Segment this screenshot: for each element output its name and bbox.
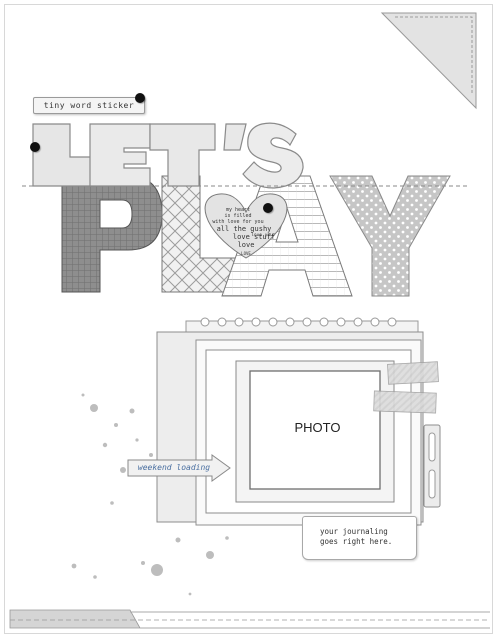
letter-s-top [242, 122, 304, 189]
letter-t-top [149, 123, 216, 187]
brad-icon-2 [30, 142, 40, 152]
washi-tape [373, 361, 439, 414]
letter-y [329, 175, 451, 297]
journaling-line-1: your journaling [320, 527, 388, 536]
brad-icon-1 [135, 93, 145, 103]
bottom-border [9, 609, 490, 629]
heart-line-1: my heart [226, 207, 250, 213]
play-letters [61, 175, 451, 297]
heart-line-5: love stuff [233, 233, 275, 241]
heart-line-8: LOVE [241, 251, 251, 256]
heart-line-2: is filled [224, 213, 251, 219]
photo-box [249, 370, 381, 490]
photo-layers [156, 317, 441, 526]
journaling-line-2: goes right here. [320, 537, 393, 546]
heart-line-3: with love for you [212, 219, 263, 225]
heart-text: my heart is filled with love for you all… [212, 207, 275, 256]
journaling-tag [302, 516, 417, 560]
spiral-holes [200, 317, 397, 327]
side-tab [423, 424, 441, 508]
heart-line-7: love [238, 241, 255, 249]
tiny-word-sticker: tiny word sticker [33, 97, 145, 114]
photo-placeholder-label: PHOTO [294, 420, 341, 435]
letter-e-top [89, 123, 151, 187]
brad-icon-3 [263, 203, 273, 213]
corner-triangle [380, 12, 477, 110]
heart-line-4: all the gushy [217, 225, 272, 233]
paint-splatter [71, 393, 229, 596]
journaling-text: your journaling goes right here. [320, 527, 410, 547]
page-border [4, 4, 493, 634]
apostrophe [223, 123, 247, 151]
arrow-sticker-label: weekend loading [137, 463, 211, 472]
arrow-sticker [127, 454, 231, 482]
lets-letters [32, 122, 304, 189]
letter-p [61, 175, 163, 293]
heart-line-6: love you [251, 232, 273, 238]
